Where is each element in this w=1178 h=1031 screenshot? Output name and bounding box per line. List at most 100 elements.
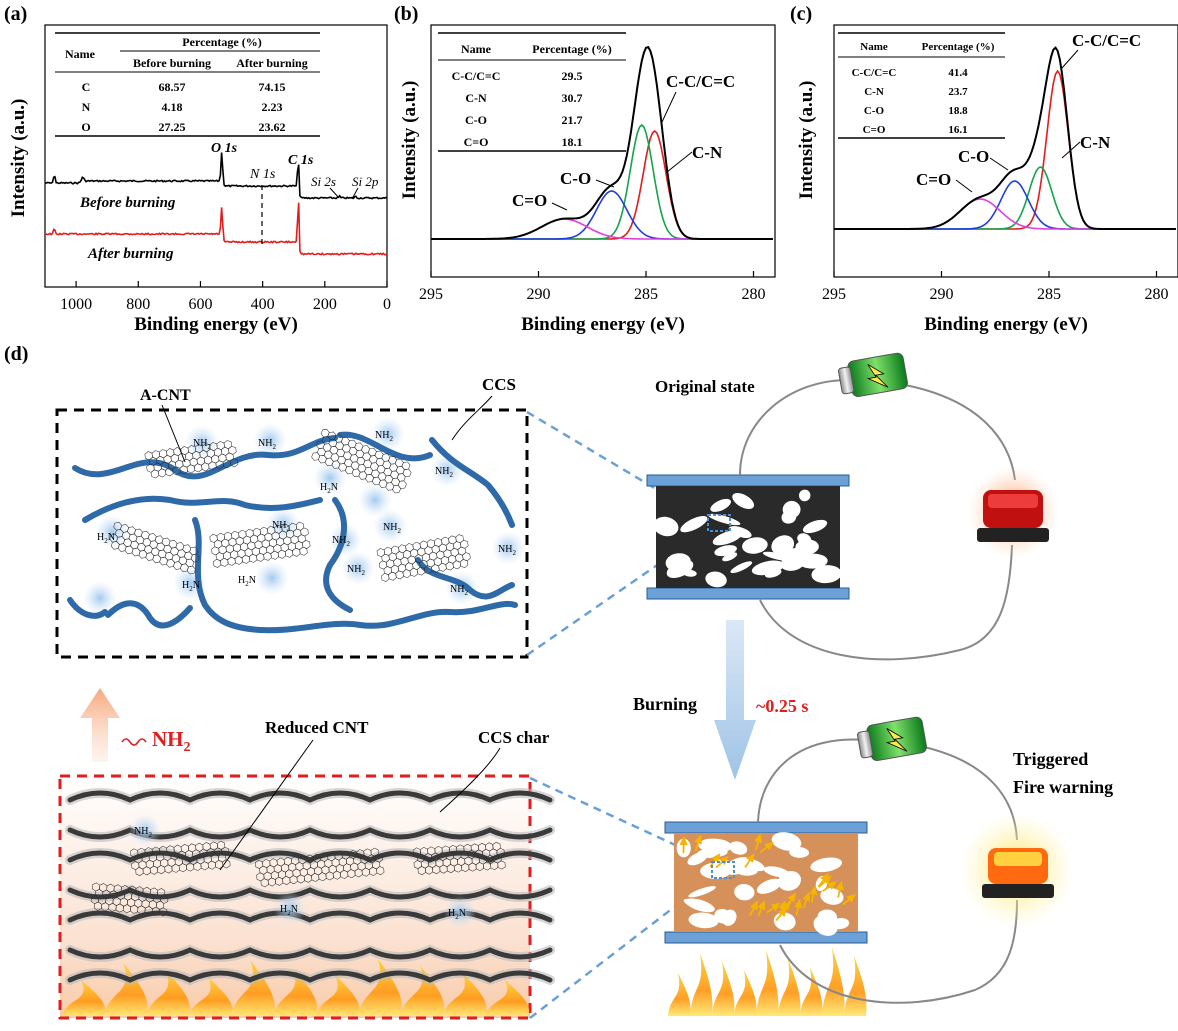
component-C=O xyxy=(431,218,773,240)
pore xyxy=(742,537,768,554)
nh2-label: NH2 xyxy=(498,544,516,557)
pore xyxy=(730,561,753,574)
electron-arrow-head xyxy=(757,900,766,911)
x-tick-label: 200 xyxy=(313,296,337,313)
table-cell: 30.7 xyxy=(562,91,583,105)
table-cell: C-C/C=C xyxy=(852,67,897,79)
flame xyxy=(358,958,402,1016)
panel-b-xlabel: Binding energy (eV) xyxy=(521,314,685,335)
table-cell: 74.15 xyxy=(259,80,286,94)
x-tick-label: 0 xyxy=(383,296,391,313)
pore xyxy=(789,847,810,858)
table-a-header-name: Name xyxy=(65,47,96,61)
reduced-cnt-sheet xyxy=(412,841,506,876)
series-after-burning xyxy=(44,202,388,256)
panel-a-ylabel: Intensity (a.u.) xyxy=(8,99,29,218)
zoom-line-bottom-2 xyxy=(529,877,713,1019)
x-tick-label: 600 xyxy=(188,296,212,313)
component-C=O xyxy=(834,198,1176,230)
electron-arrow-head xyxy=(754,833,763,844)
electron-arrow-head xyxy=(822,875,832,885)
cnt-sheet xyxy=(209,521,311,568)
flame xyxy=(316,975,360,1016)
electron-arrow-head xyxy=(764,841,774,851)
component-C-O xyxy=(834,180,1176,230)
wire-bottom-1 xyxy=(757,738,866,823)
pore xyxy=(771,832,802,851)
pore xyxy=(756,878,782,894)
electron-arrow-head xyxy=(809,885,818,896)
series-label-before: Before burning xyxy=(79,195,176,211)
nh2-glow xyxy=(253,423,287,457)
nh2-glow xyxy=(313,461,347,495)
char-h2n-1: H2N xyxy=(280,904,298,917)
pore xyxy=(683,898,715,912)
cnt-sheet xyxy=(144,440,239,479)
electron-arrow-head xyxy=(802,891,811,902)
electron-arrow-head xyxy=(827,881,837,890)
table-b-header-name: Name xyxy=(461,42,492,56)
c-label-co: C-O xyxy=(958,147,989,166)
x-tick-label: 295 xyxy=(419,286,443,303)
nh2-release-arrow xyxy=(80,688,120,762)
x-tick-label: 800 xyxy=(126,296,150,313)
peak-si2s: Si 2s xyxy=(311,174,336,189)
pore xyxy=(696,847,728,858)
x-tick-label: 285 xyxy=(1037,286,1061,303)
panel-c-label: (c) xyxy=(790,3,812,25)
table-cell: C-C/C=C xyxy=(452,69,501,83)
battery-icon xyxy=(837,352,908,398)
nh2-label: NH2 xyxy=(272,520,290,533)
flame xyxy=(756,949,779,1016)
x-tick-label: 400 xyxy=(251,296,275,313)
triggered-label: Triggered xyxy=(1013,749,1088,769)
electron-arrow-head xyxy=(750,900,759,911)
ccs-char-pointer xyxy=(439,747,501,813)
char-fiber xyxy=(67,850,553,863)
pore xyxy=(732,493,755,510)
table-b-header-pct: Percentage (%) xyxy=(532,42,611,56)
x-tick-label: 285 xyxy=(634,286,658,303)
table-cell: C xyxy=(82,80,91,94)
pore xyxy=(802,519,828,534)
table-cell: 23.62 xyxy=(259,120,286,134)
flame xyxy=(273,968,318,1016)
table-cell: C=O xyxy=(464,135,489,149)
nh2-release-label: NH2 xyxy=(152,727,191,755)
table-cell: 21.7 xyxy=(562,113,583,127)
electron-arrow-head xyxy=(787,892,796,903)
nh2-glow xyxy=(371,417,405,451)
ccs-pointer xyxy=(451,395,493,441)
nh2-label: NH2 xyxy=(435,466,453,479)
pore xyxy=(763,866,790,878)
panel-d-label: (d) xyxy=(4,343,28,365)
zoom-line-bottom-1 xyxy=(529,776,713,864)
panel-b-curves xyxy=(431,45,773,240)
table-cell: C-N xyxy=(465,91,487,105)
table-cell: 16.1 xyxy=(948,124,967,136)
electron-arrow-head xyxy=(778,907,788,917)
peak-c1s: C 1s xyxy=(288,153,314,168)
envelope-curve xyxy=(431,45,773,240)
pore xyxy=(740,857,765,872)
table-cell: C-N xyxy=(864,86,884,98)
electron-arrow-head xyxy=(770,902,781,912)
flame xyxy=(485,980,530,1016)
flame xyxy=(104,963,148,1016)
table-a-header-group: Percentage (%) xyxy=(182,35,261,49)
series-before-burning xyxy=(44,152,388,200)
table-a-sub-after: After burning xyxy=(236,56,307,70)
nh2-glow xyxy=(95,515,129,549)
nh2-glow xyxy=(83,581,117,615)
pore xyxy=(729,841,748,855)
pore xyxy=(751,560,785,576)
pore xyxy=(653,516,679,537)
b-label-co: C-O xyxy=(560,169,591,188)
panel-c-curves xyxy=(834,46,1176,230)
